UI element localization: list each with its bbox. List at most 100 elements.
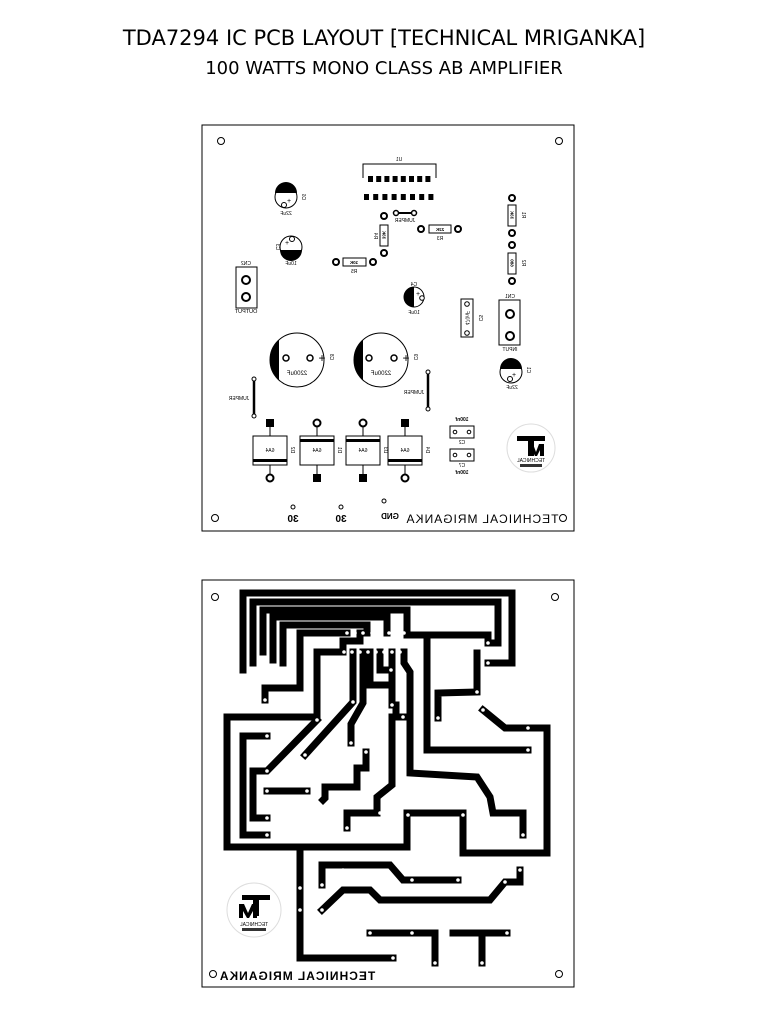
copper-trace <box>366 648 396 689</box>
drill-hole <box>370 631 374 635</box>
drill-hole <box>298 908 302 912</box>
c4-value: 10uF <box>408 310 419 316</box>
drill-hole <box>366 650 370 654</box>
pad <box>265 473 275 483</box>
drill-hole <box>481 708 485 712</box>
copper-trace <box>478 705 532 732</box>
copper-trace <box>376 648 395 674</box>
ic-pin <box>428 194 434 200</box>
drill-hole <box>461 813 465 817</box>
ic-pin <box>410 194 415 200</box>
resistor-r1: 33K R1 <box>507 194 526 237</box>
capacitor-c8: + 2200uF C8 <box>269 332 334 388</box>
plus-marker: + <box>512 372 516 379</box>
copper-trace <box>223 648 347 721</box>
copper-trace <box>249 715 322 822</box>
c3-ref: C3 <box>274 244 280 251</box>
drill-hole <box>298 886 302 890</box>
jumper-label: JUMPER <box>394 218 415 224</box>
c6-ref: C6 <box>300 194 306 201</box>
copper-trace <box>239 732 271 839</box>
copper-trace <box>423 634 532 754</box>
pad <box>313 474 321 482</box>
drill-hole <box>315 718 319 722</box>
ic-pin <box>391 194 397 200</box>
drill-hole <box>475 690 479 694</box>
drill-hole <box>320 883 324 887</box>
copper-trace <box>239 589 516 674</box>
ic-pin <box>400 176 406 182</box>
drill-hole <box>526 748 530 752</box>
drill-hole <box>364 750 368 754</box>
r2-value: 680 <box>510 259 515 267</box>
pad <box>358 418 368 428</box>
c5-ref: C5 <box>477 315 483 322</box>
copper-trace <box>269 613 391 664</box>
c1-value: 22uF <box>506 385 517 391</box>
drill-hole <box>406 813 410 817</box>
c8-ref: C8 <box>328 354 334 361</box>
drill-hole <box>390 703 394 707</box>
copper-pads <box>263 631 530 965</box>
diode-value: 6A4 <box>265 448 274 454</box>
drill-hole <box>345 631 349 635</box>
c9-value: 2200uF <box>370 371 391 377</box>
ic-pin <box>400 194 406 200</box>
diode-ref: D4 <box>424 447 430 454</box>
plus-marker: + <box>318 351 325 365</box>
drill-hole <box>361 631 365 635</box>
drill-hole <box>350 650 354 654</box>
c9-ref: C9 <box>412 354 418 361</box>
diode-d1: 6A4 D1 <box>299 418 342 482</box>
ic-pin <box>425 176 431 182</box>
drill-hole <box>480 961 484 965</box>
diode-ref: D1 <box>336 447 342 454</box>
drill-hole <box>263 698 267 702</box>
capacitor-c7: C7 100nf <box>449 448 475 476</box>
cn2-ref: CN2 <box>241 261 251 267</box>
resistor-r5: 10K R5 <box>332 257 377 275</box>
copper-trace <box>261 629 351 704</box>
pin-label-30: 30 <box>335 514 347 525</box>
pad <box>312 418 322 428</box>
drill-hole <box>456 878 460 882</box>
connector-cn1-input: CN1 INPUT <box>498 294 521 353</box>
r3-value: 22K <box>435 227 444 232</box>
copper-trace <box>279 621 371 667</box>
jumper-left: JUMPER <box>228 376 257 419</box>
ic-u1: U1 <box>362 157 437 200</box>
diode-value: 6A4 <box>312 448 321 454</box>
drill-hole <box>389 668 393 672</box>
c8-value: 2200uF <box>286 371 307 377</box>
logo-text: TECHNICAL <box>517 458 546 464</box>
silkscreen-board: U1 JUMPER 33K R4 22K R3 <box>201 124 575 532</box>
capacitor-c2: 100nf C2 <box>449 417 475 446</box>
drill-hole <box>387 631 391 635</box>
plus-marker: + <box>416 291 420 298</box>
drill-hole <box>486 661 490 665</box>
drill-hole <box>378 631 382 635</box>
drill-hole <box>486 641 490 645</box>
diode-ref: D3 <box>382 447 388 454</box>
drill-hole <box>349 741 353 745</box>
drill-hole <box>401 715 405 719</box>
drill-hole <box>503 880 507 884</box>
capacitor-c5: 470nF C5 <box>460 298 483 338</box>
copper-trace <box>223 713 551 857</box>
c7-value: 100nf <box>455 470 468 476</box>
logo-technical-mriganka: TECHNICAL <box>226 882 282 938</box>
capacitor-c4: + C4 10uF <box>403 282 425 316</box>
copper-trace <box>410 631 492 647</box>
brand-text: TECHNICAL MRIGANKA <box>219 969 375 983</box>
drill-hole <box>433 961 437 965</box>
u1-label: U1 <box>396 157 403 163</box>
r1-ref: R1 <box>520 212 526 219</box>
drill-hole <box>391 956 395 960</box>
copper-trace <box>400 648 414 694</box>
page-title: TDA7294 IC PCB LAYOUT [TECHNICAL MRIGANK… <box>122 26 646 50</box>
drill-hole <box>265 833 269 837</box>
plus-marker: + <box>402 351 409 365</box>
